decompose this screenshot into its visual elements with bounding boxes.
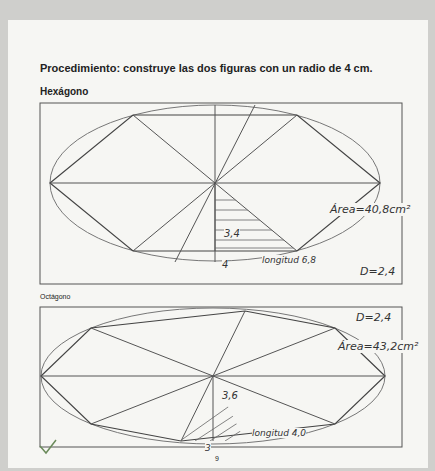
hexagon-frame [40, 103, 402, 284]
octagon-frame [40, 307, 402, 447]
octagon-shape [41, 311, 385, 441]
apothem-value: 3,4 [224, 228, 240, 239]
hatching [215, 200, 300, 248]
circle-guide [41, 308, 385, 444]
area-note: Área=40,8cm² [330, 203, 410, 216]
length-note: longitud 4,0 [252, 428, 306, 438]
page-number: 9 [215, 455, 219, 462]
section-heading: Hexágono [40, 86, 88, 97]
side-value: 4 [222, 259, 228, 270]
length-note: longitud 6,8 [262, 255, 316, 265]
d-note: D=2,4 [356, 311, 391, 324]
apothem-value: 3,6 [222, 390, 238, 401]
check-mark [40, 440, 56, 453]
hatching [180, 395, 250, 441]
side-value: 3 [205, 443, 211, 453]
hexagon-radii [50, 105, 380, 262]
octagon-radii [41, 311, 385, 441]
area-note: Área=43,2cm² [338, 340, 418, 353]
circle-guide [50, 105, 380, 261]
d-note: D=2,4 [360, 265, 395, 278]
section-heading: Octágono [40, 293, 70, 300]
paper-sheet [8, 20, 428, 468]
instruction-heading: Procedimiento: construye las dos figuras… [40, 62, 373, 74]
